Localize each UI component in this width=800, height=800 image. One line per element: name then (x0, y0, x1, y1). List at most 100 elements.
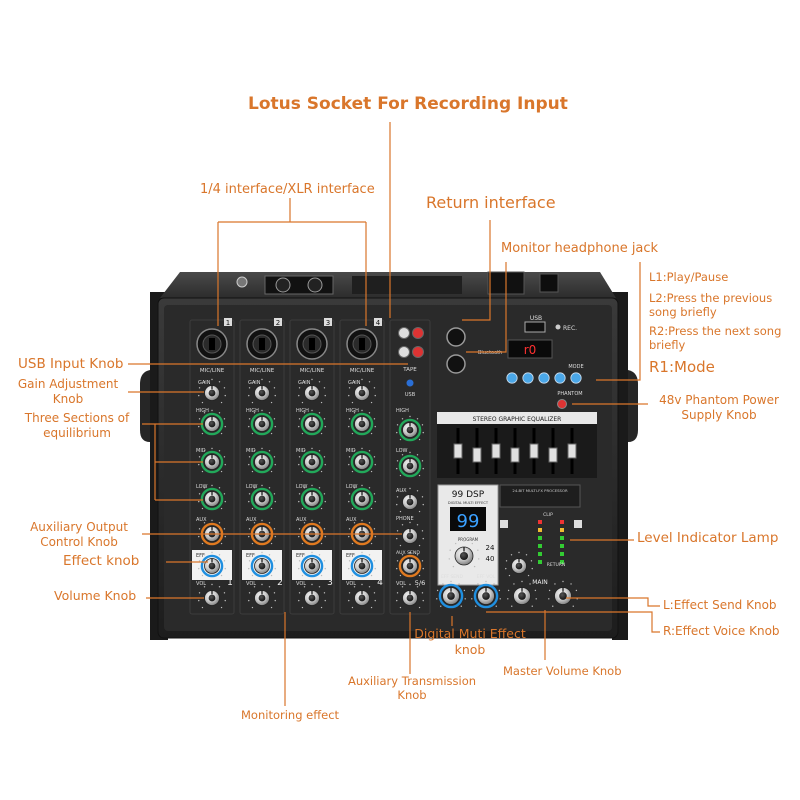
vol-knob-3 (298, 583, 326, 609)
callout-phantom-line2: Supply Knob (681, 408, 757, 422)
leader-line (486, 611, 660, 633)
level-led-left (538, 536, 542, 540)
eff-knob-3 (298, 551, 326, 578)
vol-label: VOL (246, 581, 256, 587)
vol-knob-56 (396, 583, 424, 609)
vol-channel-number: 4 (377, 578, 383, 588)
vol-knob-1 (198, 583, 226, 609)
transport-button-5 (570, 372, 582, 384)
callout-aux-output: Auxiliary Output Control Knob (16, 520, 142, 550)
eq-slider-cap (567, 443, 577, 459)
vol-channel-number: 3 (327, 578, 333, 588)
callout-l1: L1:Play/Pause (649, 270, 729, 284)
processor-label: 24-BIT MULTI-FX PROCESSOR (512, 488, 568, 493)
eff-label: EFF (246, 553, 255, 559)
bits-40: 40 (486, 555, 495, 563)
low-knob-2 (248, 484, 276, 511)
dsp-subtitle: DIGITAL MULTI EFFECT (448, 501, 489, 505)
callout-r1: R1:Mode (649, 358, 715, 376)
aux-label: AUX (346, 517, 357, 523)
vol-label-56: VOL (396, 581, 406, 587)
callout-l-effect-send: L:Effect Send Knob (663, 598, 777, 612)
callout-eq: Three Sections of equilibrium (12, 411, 142, 441)
low-knob-4 (348, 484, 376, 511)
main-knob-left (507, 580, 537, 607)
mic-line-label: MIC/LINE (350, 368, 375, 374)
level-led-left (538, 528, 542, 532)
transport-button-3 (538, 372, 550, 384)
callout-quarter-xlr: 1/4 interface/XLR interface (200, 182, 375, 197)
clip-label: CLIP (543, 512, 553, 518)
usb-port (524, 321, 546, 333)
eff-send-label: EFF SEND (441, 574, 464, 580)
callout-monitoring-effect: Monitoring effect (241, 708, 340, 722)
callout-gain-line2: Knob (52, 392, 84, 406)
low-label: LOW (346, 484, 358, 490)
eff-send-knob (436, 580, 466, 609)
eff-knob-1 (198, 551, 226, 578)
low-knob-3 (298, 484, 326, 511)
high-label: HIGH (346, 408, 359, 414)
low-label-56: LOW (396, 448, 408, 454)
leader-line (462, 220, 491, 321)
gain-knob-3 (298, 378, 326, 404)
power-switch (539, 273, 559, 293)
channel-number-56: 5/6 (415, 579, 425, 587)
vol-knob-2 (248, 583, 276, 609)
eq-slider-cap (548, 447, 558, 463)
mid-knob-2 (248, 447, 276, 474)
leader-line (466, 262, 507, 353)
callout-l2-line2: song briefly (649, 305, 717, 320)
callout-l2: L2:Press the previous song briefly (649, 291, 772, 320)
high-knob-2 (248, 409, 276, 436)
return-knob (505, 551, 533, 577)
mid-knob-4 (348, 447, 376, 474)
phantom-switch (557, 399, 567, 409)
callout-lotus-socket: Lotus Socket For Recording Input (248, 94, 568, 114)
callout-master-volume: Master Volume Knob (503, 664, 622, 678)
eq-title: STEREO GRAPHIC EQUALIZER (473, 416, 562, 423)
callout-l2-line1: L2:Press the previous (649, 291, 773, 305)
vol-knob-4 (348, 583, 376, 609)
usb-display-text: r0 (524, 343, 537, 357)
aux-send-label: AUX SEND (396, 550, 420, 556)
vol-channel-number: 2 (277, 578, 283, 588)
callout-r-effect-voice: R:Effect Voice Knob (663, 624, 780, 638)
channel-strip-1 (189, 319, 235, 615)
eq-slider-cap (510, 447, 520, 463)
callout-aux-output-line2: Control Knob (40, 535, 118, 549)
callout-monitor-headphone: Monitor headphone jack (501, 241, 659, 256)
high-knob-4 (348, 409, 376, 436)
channel-number-1: 1 (226, 319, 230, 327)
callout-gain-line1: Gain Adjustment (17, 377, 119, 391)
level-led-left (538, 520, 542, 524)
rec-label: REC. (563, 325, 577, 332)
dsp-module (437, 484, 499, 586)
mic-line-label: MIC/LINE (250, 368, 275, 374)
channel-strip-3 (289, 319, 335, 615)
eq-slider-cap (491, 443, 501, 459)
dsp-title: 99 DSP (452, 490, 485, 500)
high-label: HIGH (246, 408, 259, 414)
return-label: RETURN (547, 562, 566, 568)
mic-line-label: MIC/LINE (200, 368, 225, 374)
transport-button-4 (554, 372, 566, 384)
callout-level-lamp: Level Indicator Lamp (637, 530, 779, 546)
callout-usb-input: USB Input Knob (18, 356, 124, 372)
callout-gain: Gain Adjustment Knob (8, 377, 128, 407)
mid-label: MID (296, 448, 306, 454)
usb-input-button (406, 379, 414, 387)
low-label: LOW (196, 484, 208, 490)
program-knob (448, 540, 480, 568)
aux-label: AUX (196, 517, 207, 523)
mode-label: MODE (568, 364, 583, 370)
dsp-display (450, 507, 486, 531)
high-label: HIGH (296, 408, 309, 414)
gain-label: GAIN (248, 380, 261, 386)
channel-strip-2 (239, 319, 285, 615)
eff-knob-4 (348, 551, 376, 578)
tape-rca-red (412, 327, 424, 339)
channel-strip-4 (339, 319, 385, 615)
return-jack (446, 327, 466, 347)
